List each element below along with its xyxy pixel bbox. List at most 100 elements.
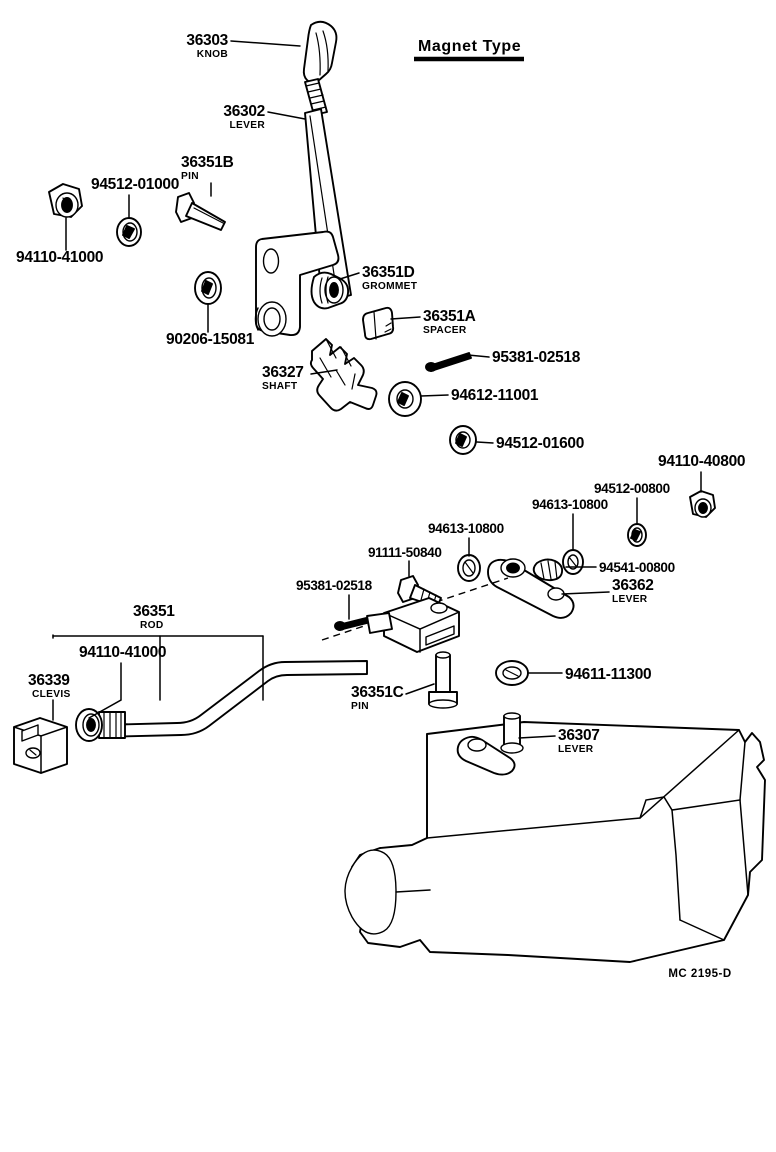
callout-shaft: 36327 SHAFT (262, 364, 338, 392)
transfer-case-housing (344, 721, 766, 963)
callout-split-pin-lower: 95381-02518 (296, 578, 373, 620)
callout-washer-right: 94512-00800 (594, 481, 670, 525)
washer-right-tab (630, 529, 641, 541)
shaft-body (309, 338, 378, 412)
spacer-edge-2 (385, 322, 392, 327)
callout-pin-c-number: 36351C (351, 684, 404, 701)
rod-body (98, 660, 368, 738)
callout-washer-mid-number: 94612-11001 (451, 387, 539, 404)
callout-clip: 94541-00800 (565, 560, 675, 575)
part-nut-94110-41000 (48, 183, 83, 218)
part-nut-94110-40800 (689, 490, 716, 518)
callout-lever-307-leader (518, 735, 556, 739)
part-clip-94541-00800 (532, 558, 564, 582)
callout-grommet-leader (339, 272, 360, 280)
rod-tail (366, 612, 393, 634)
part-spacer-36351a (362, 306, 395, 341)
callout-washer-top-number: 94512-01000 (91, 176, 179, 193)
part-pin-36351b (175, 192, 226, 231)
callout-pin-c-leader (405, 683, 435, 695)
callout-lever-307-number: 36307 (558, 727, 600, 744)
callout-rod-name: ROD (140, 620, 164, 631)
housing-block-bottom (679, 919, 725, 941)
callout-lever-main: 36302 LEVER (223, 103, 306, 131)
callout-grommet-number: 36351D (362, 264, 415, 281)
lever-307-post-top (503, 712, 521, 720)
part-shaft-36327 (309, 338, 378, 412)
part-washer-94613-10800-right (562, 549, 584, 575)
callout-bushing: 90206-15081 (166, 303, 255, 348)
lever-upper-hole (262, 248, 280, 274)
callout-nut-rod: 94110-41000 (79, 644, 167, 719)
washer-lock-tab (455, 433, 467, 447)
knob-shade-1 (315, 32, 321, 76)
part-washer-94611-11300 (495, 660, 529, 686)
part-lever-36307 (456, 712, 524, 776)
callout-split-pin-upper-leader (467, 354, 490, 358)
callout-split-pin-upper-number: 95381-02518 (492, 349, 581, 366)
part-bushing-90206-15081 (194, 271, 222, 305)
callout-washer-right-number: 94512-00800 (594, 481, 670, 496)
bushing-slot (201, 280, 213, 295)
callout-knob-number: 36303 (186, 32, 228, 49)
clip-ribs (540, 560, 558, 580)
nut-top-hatch (62, 197, 71, 212)
lever-307-eye (467, 738, 487, 752)
housing-right-vert (739, 799, 749, 896)
diagram-code: MC 2195-D (668, 968, 731, 980)
pin-c-shank (435, 654, 451, 694)
callout-lever-main-name: LEVER (230, 120, 266, 131)
part-grommet-36351d (310, 271, 350, 310)
part-lever-36362 (487, 558, 575, 619)
washer-top-tab (122, 225, 135, 239)
part-clevis-36339 (13, 717, 68, 774)
callout-washer-l2: 94613-10800 (428, 521, 504, 557)
rod-knurl-lines (103, 712, 122, 738)
callout-nut-rod-number: 94110-41000 (79, 644, 166, 661)
callout-washer-r2-number: 94613-10800 (532, 497, 608, 512)
callout-spacer-leader (390, 316, 421, 320)
part-nut-rod-94110-41000 (75, 708, 103, 742)
callout-spacer-name: SPACER (423, 325, 467, 336)
callout-washer-lock-leader (476, 441, 494, 444)
callout-washer-l2-number: 94613-10800 (428, 521, 504, 536)
callout-nut-top: 94110-41000 (16, 217, 104, 266)
callout-nut-right-number: 94110-40800 (658, 453, 745, 470)
callout-spacer-number: 36351A (423, 308, 476, 325)
clevis-hole-mark (29, 749, 37, 756)
callout-knob: 36303 KNOB (186, 32, 301, 60)
callout-grommet: 36351D GROMMET (339, 264, 417, 292)
callout-pin-b-name: PIN (181, 171, 199, 182)
callout-lever-307: 36307 LEVER (518, 727, 600, 755)
callout-clevis-name: CLEVIS (32, 689, 71, 700)
lever-362-bore-1 (506, 562, 520, 574)
callout-pin-c: 36351C PIN (351, 683, 435, 712)
pin-c-top (435, 651, 451, 659)
callout-shaft-number: 36327 (262, 364, 304, 381)
callout-lever-362-leader (561, 591, 610, 595)
callout-pin-b: 36351B PIN (181, 154, 234, 197)
clevis-fork-slot (21, 724, 39, 742)
shaft-steps (319, 338, 356, 390)
spacer-edge-3 (384, 328, 392, 333)
spacer-body (362, 306, 395, 341)
callout-washer-lock: 94512-01600 (476, 435, 584, 452)
callout-split-pin-lower-number: 95381-02518 (296, 578, 373, 593)
callout-split-pin-upper: 95381-02518 (467, 349, 581, 366)
pin-b-highlight (193, 207, 224, 224)
callout-washer-mid: 94612-11001 (420, 387, 539, 404)
washer-r2-mark (568, 556, 577, 567)
grommet-bore (329, 282, 339, 298)
spacer-edge-1 (373, 311, 377, 340)
callout-lever-307-name: LEVER (558, 744, 594, 755)
heading-magnet-type: Magnet Type (414, 38, 524, 62)
part-rod-36351 (98, 597, 460, 739)
callout-lever-main-number: 36302 (223, 103, 265, 120)
callout-lever-main-leader (267, 111, 306, 120)
rod-bracket-hole (430, 602, 448, 614)
rod-bracket-slot (425, 625, 455, 646)
lever-307-post-base (500, 742, 524, 754)
callout-pin-b-number: 36351B (181, 154, 234, 171)
